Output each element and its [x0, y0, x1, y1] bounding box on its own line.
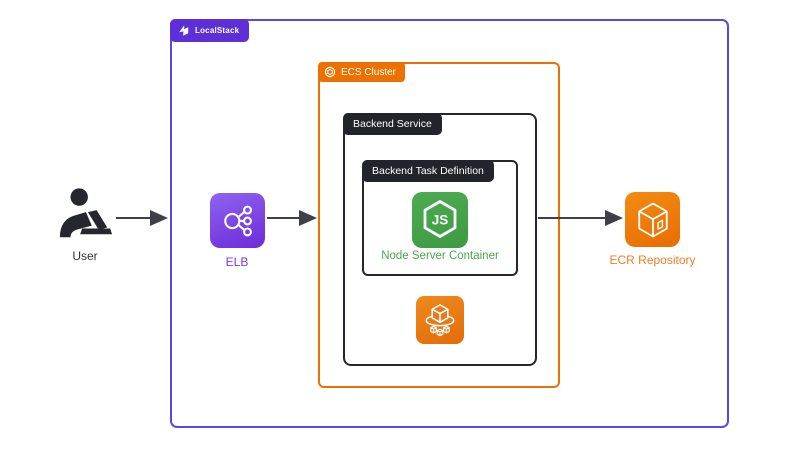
svg-text:JS: JS	[432, 213, 449, 228]
user-icon	[59, 188, 113, 238]
backend-service-badge: Backend Service	[343, 113, 442, 135]
load-balancer-glyph-icon	[223, 205, 252, 236]
node-server-container-label: Node Server Container	[381, 250, 499, 262]
ecs-cluster-icon	[324, 66, 336, 78]
backend-service-label: Backend Service	[353, 118, 432, 130]
elb-label: ELB	[225, 255, 249, 269]
localstack-label: LocalStack	[195, 26, 240, 35]
task-definition-container: Backend Task Definition	[362, 160, 518, 276]
localstack-container: LocalStack	[170, 19, 729, 428]
localstack-logo-icon	[179, 25, 189, 36]
task-definition-badge: Backend Task Definition	[362, 160, 494, 182]
elb-icon	[210, 193, 265, 248]
user-label: User	[72, 249, 98, 263]
nodejs-icon: JS	[412, 192, 468, 248]
localstack-badge: LocalStack	[170, 19, 250, 42]
ecr-cube-glyph-icon	[637, 202, 668, 237]
ecs-cluster-badge: ECS Cluster	[318, 62, 406, 82]
ecr-icon	[625, 192, 680, 247]
ecr-label: ECR Repository	[609, 253, 696, 267]
ecs-service-icon	[416, 296, 464, 344]
ecs-cluster-label: ECS Cluster	[341, 66, 397, 78]
ecs-cluster-container: ECS Cluster	[318, 62, 560, 388]
ecs-containers-glyph-icon	[425, 304, 455, 337]
backend-service-container: Backend Service	[343, 113, 537, 366]
nodejs-hexagon-glyph-icon: JS	[423, 200, 457, 238]
task-definition-label: Backend Task Definition	[372, 165, 484, 177]
